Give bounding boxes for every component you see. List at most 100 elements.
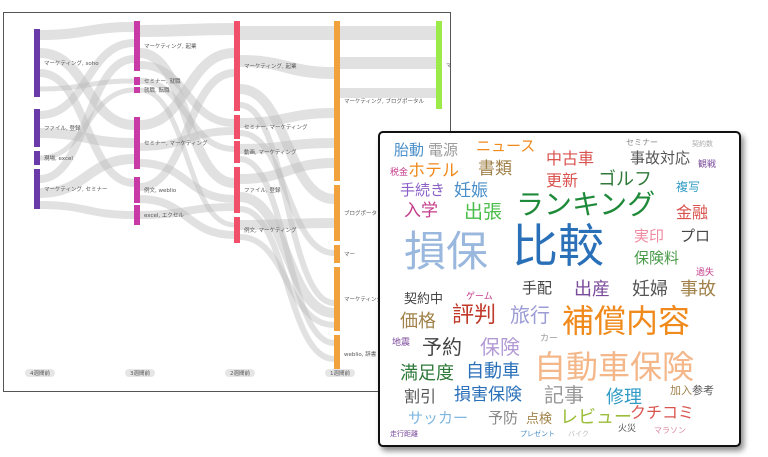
word-cloud-term: 手配: [522, 279, 553, 297]
sankey-node-label: 例文, マーケティング: [244, 226, 297, 234]
word-cloud-term: 予防: [488, 409, 519, 427]
sankey-node: [234, 167, 240, 213]
word-cloud-term: 事故対応: [630, 149, 691, 167]
word-cloud-term: 比較: [512, 219, 604, 273]
word-cloud-term: セミナー: [626, 138, 658, 147]
sankey-node: [34, 29, 40, 97]
sankey-link: [39, 201, 135, 219]
word-cloud-term: 入学: [404, 201, 438, 221]
word-cloud-term: ゴルフ: [598, 169, 652, 190]
sankey-link: [139, 69, 235, 191]
sankey-link: [239, 192, 335, 318]
word-cloud-term: 自動車保険: [534, 348, 695, 386]
sankey-node: [134, 77, 140, 85]
word-cloud-term: 点検: [526, 412, 553, 427]
word-cloud-term: 自動車: [466, 361, 520, 382]
sankey-link: [139, 78, 235, 152]
word-cloud-term: 過失: [696, 268, 715, 278]
word-cloud-term: 評判: [452, 303, 497, 328]
sankey-link: [239, 156, 335, 346]
sankey-link: [239, 218, 335, 230]
word-cloud-term: 割引: [404, 387, 437, 406]
word-cloud-term: 手続き: [400, 181, 446, 199]
word-cloud-term: 損害保険: [454, 385, 522, 405]
word-cloud-term: 損保: [404, 227, 489, 276]
word-cloud-term: 更新: [546, 171, 579, 190]
sankey-link: [139, 127, 235, 151]
word-cloud-term: 事故: [680, 279, 716, 300]
word-cloud-term: レビュー: [560, 407, 632, 428]
word-cloud-term: 火災: [618, 424, 637, 434]
word-cloud-term: カー: [540, 334, 559, 344]
word-cloud-term: クチコミ: [630, 403, 695, 422]
sankey-link: [239, 158, 335, 184]
word-cloud-term: 記事: [544, 383, 584, 407]
sankey-node: [134, 87, 140, 93]
word-cloud-term: 契約数: [692, 140, 713, 148]
sankey-node-label: excel, エクセル: [144, 212, 184, 219]
word-cloud-term: 金融: [676, 203, 709, 222]
word-cloud-term: 複写: [676, 180, 701, 194]
sankey-link: [239, 138, 335, 154]
sankey-node: [334, 335, 340, 373]
sankey-node: [134, 205, 140, 225]
sankey-node-label: 例文, weblio: [144, 186, 177, 194]
word-cloud-term: プロ: [680, 227, 711, 245]
word-cloud-term: マラソン: [654, 426, 686, 435]
sankey-diagram: マーケティング, soho ファイル, 登録 現場, excel マーケティング, セ…: [25, 21, 450, 377]
sankey-node-label: セミナー, マーケティング: [244, 123, 308, 131]
word-cloud-term: 保険料: [634, 249, 680, 267]
sankey-link: [239, 102, 335, 306]
word-cloud-term: 参考: [692, 384, 714, 397]
sankey-node-label: 現場, excel: [44, 154, 73, 162]
sankey-links: [39, 22, 436, 362]
sankey-node: [34, 169, 40, 209]
sankey-node-label: 就職, 転職: [144, 86, 170, 94]
sankey-node-label: ファイル, 登録: [244, 186, 281, 194]
word-cloud-term: 妊婦: [632, 279, 668, 300]
sankey-link: [239, 130, 335, 256]
sankey-link: [39, 39, 135, 119]
sankey-node-label: マーケティング, 起業: [244, 62, 297, 70]
sankey-node-label: マーケティング, soho: [44, 59, 99, 67]
word-cloud-term: ゲーム: [466, 292, 493, 302]
stage-label-pill: [225, 369, 255, 377]
sankey-link: [139, 48, 235, 130]
stage-label: 4週間前: [30, 369, 50, 377]
word-cloud-term: 予約: [422, 335, 462, 359]
sankey-node: [134, 177, 140, 203]
sankey-link: [39, 69, 135, 187]
sankey-node-label: セミナー, 就職: [144, 77, 181, 85]
word-cloud-term: ランキング: [516, 188, 656, 221]
sankey-node-label: マーケティング, 起業: [144, 42, 197, 50]
sankey-link: [39, 78, 135, 92]
word-cloud-term: 加入: [670, 384, 692, 397]
word-cloud-term: 契約中: [404, 292, 444, 307]
sankey-node: [234, 217, 240, 243]
sankey-node: [334, 245, 340, 263]
sankey-node-label: マーケティング, ブログポータル: [344, 97, 425, 105]
sankey-node: [234, 21, 240, 111]
sankey-panel: マーケティング, soho ファイル, 登録 現場, excel マーケティング, セ…: [3, 12, 451, 392]
word-cloud-term: 補償内容: [562, 302, 691, 340]
sankey-node: [134, 21, 140, 71]
word-cloud-term: 税金: [390, 168, 409, 178]
sankey-link: [39, 55, 135, 183]
sankey-node: [234, 141, 240, 163]
sankey-link: [139, 23, 235, 37]
sankey-link: [239, 108, 335, 128]
word-cloud-term: 中古車: [546, 149, 595, 168]
sankey-link: [39, 154, 135, 198]
sankey-node: [134, 117, 140, 169]
sankey-node-label: マーケティング, セミナー: [44, 185, 108, 193]
word-cloud-panel: 胎動電源ニュースセミナー契約数ホテル書類中古車事故対応観戦税金手続き妊娠更新ゴル…: [378, 131, 741, 447]
sankey-node: [34, 151, 40, 165]
word-cloud-term: 電源: [428, 141, 459, 159]
word-cloud-term: 価格: [400, 311, 436, 332]
word-cloud-term: 出張: [464, 201, 503, 223]
word-cloud-term: ニュース: [476, 137, 536, 155]
word-cloud-term: 旅行: [510, 303, 550, 327]
stage-label-pill: [125, 369, 155, 377]
sankey-node-label: 動画, マーケティング: [244, 148, 297, 156]
